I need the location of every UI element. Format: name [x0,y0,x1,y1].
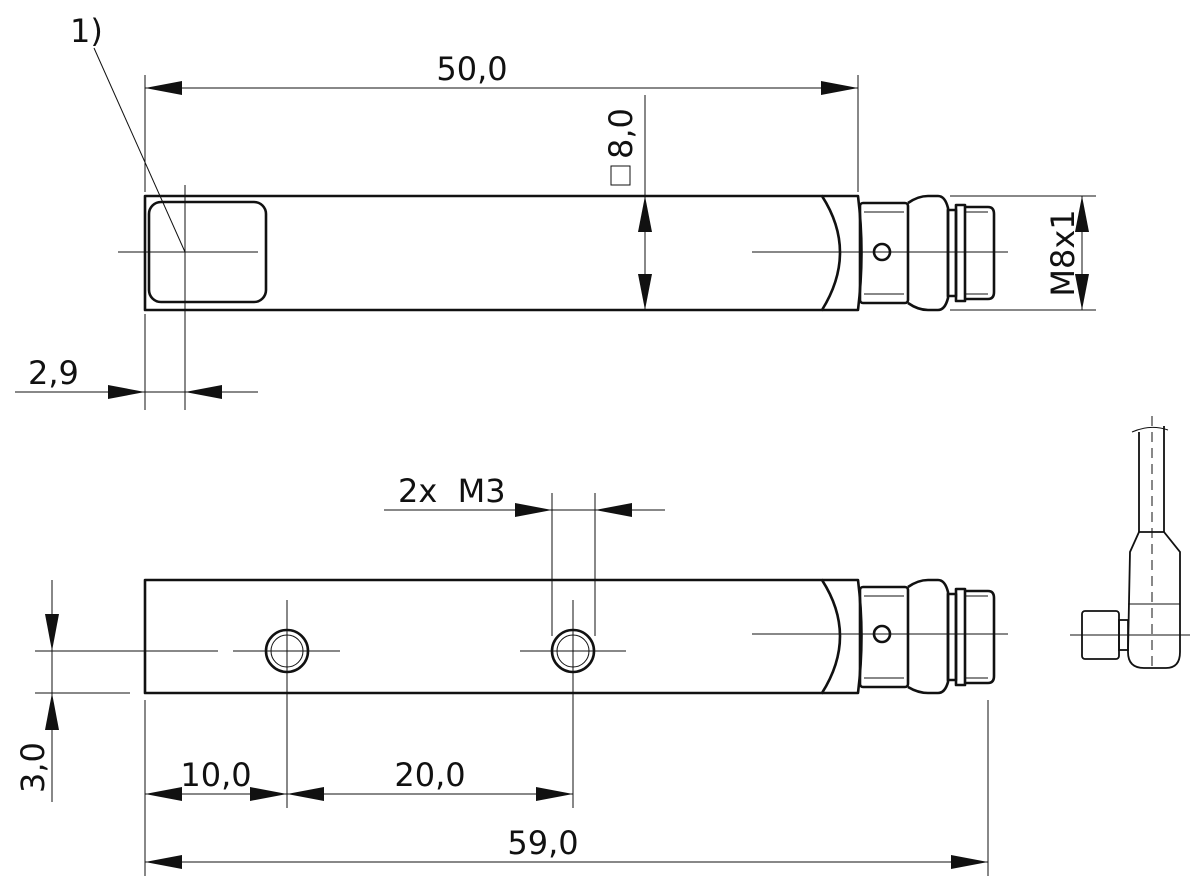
dim-thread-m8: M8x1 [1044,209,1082,296]
angled-connector-view [1070,416,1190,672]
callout-label: 1) [70,12,103,50]
dim-square-8: 8,0 [602,108,640,159]
dim-total-length-59: 59,0 [507,824,578,862]
dim-mount-thread: 2x M3 [398,472,506,510]
sensor-body-side [143,578,863,695]
connector-side [858,578,996,695]
side-view: 2x M3 3,0 10,0 20,0 59,0 [14,472,1008,876]
dim-offset-2-9: 2,9 [28,354,79,392]
top-view: 50,0 8,0 M8x1 2,9 1) [15,12,1096,410]
square-symbol-icon [610,165,631,186]
sensor-body-top [143,194,863,312]
dim-first-hole-10: 10,0 [180,756,251,794]
dim-edge-offset-3: 3,0 [14,742,52,793]
dim-length-50: 50,0 [436,50,507,88]
dim-hole-spacing-20: 20,0 [394,756,465,794]
connector-top [858,194,996,312]
